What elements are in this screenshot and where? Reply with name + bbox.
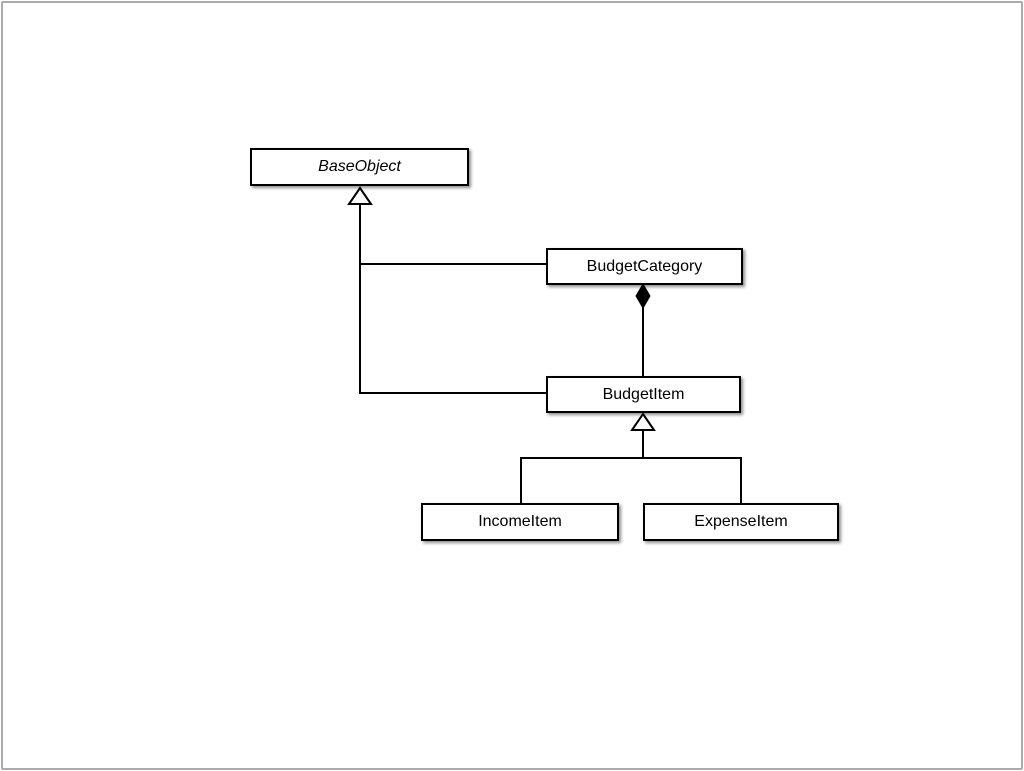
class-name: IncomeItem: [478, 513, 562, 530]
generalization-line-budgetcategory: [359, 263, 547, 265]
class-name: ExpenseItem: [694, 513, 788, 530]
generalization-line-expenseitem: [740, 457, 742, 504]
generalization-branch-line: [520, 457, 742, 459]
class-name: BudgetCategory: [586, 257, 703, 275]
composition-diamond-icon: [635, 283, 651, 309]
class-box-baseobject[interactable]: BaseObject: [250, 148, 469, 186]
class-box-budgetitem[interactable]: BudgetItem: [546, 376, 741, 413]
class-box-budgetcategory[interactable]: BudgetCategory: [546, 248, 743, 285]
generalization-triangle-icon: [347, 186, 373, 205]
class-box-expenseitem[interactable]: ExpenseItem: [643, 503, 839, 541]
class-box-incomeitem[interactable]: IncomeItem: [421, 503, 619, 541]
composition-line-category-to-item: [642, 306, 644, 377]
class-name: BaseObject: [318, 158, 401, 175]
generalization-line-budgetitem: [359, 392, 547, 394]
generalization-triangle-icon: [630, 412, 656, 431]
class-name: BudgetItem: [602, 385, 685, 403]
generalization-line-incomeitem: [520, 457, 522, 504]
generalization-line-to-baseobject: [359, 204, 361, 394]
generalization-line-from-budgetitem: [642, 430, 644, 459]
